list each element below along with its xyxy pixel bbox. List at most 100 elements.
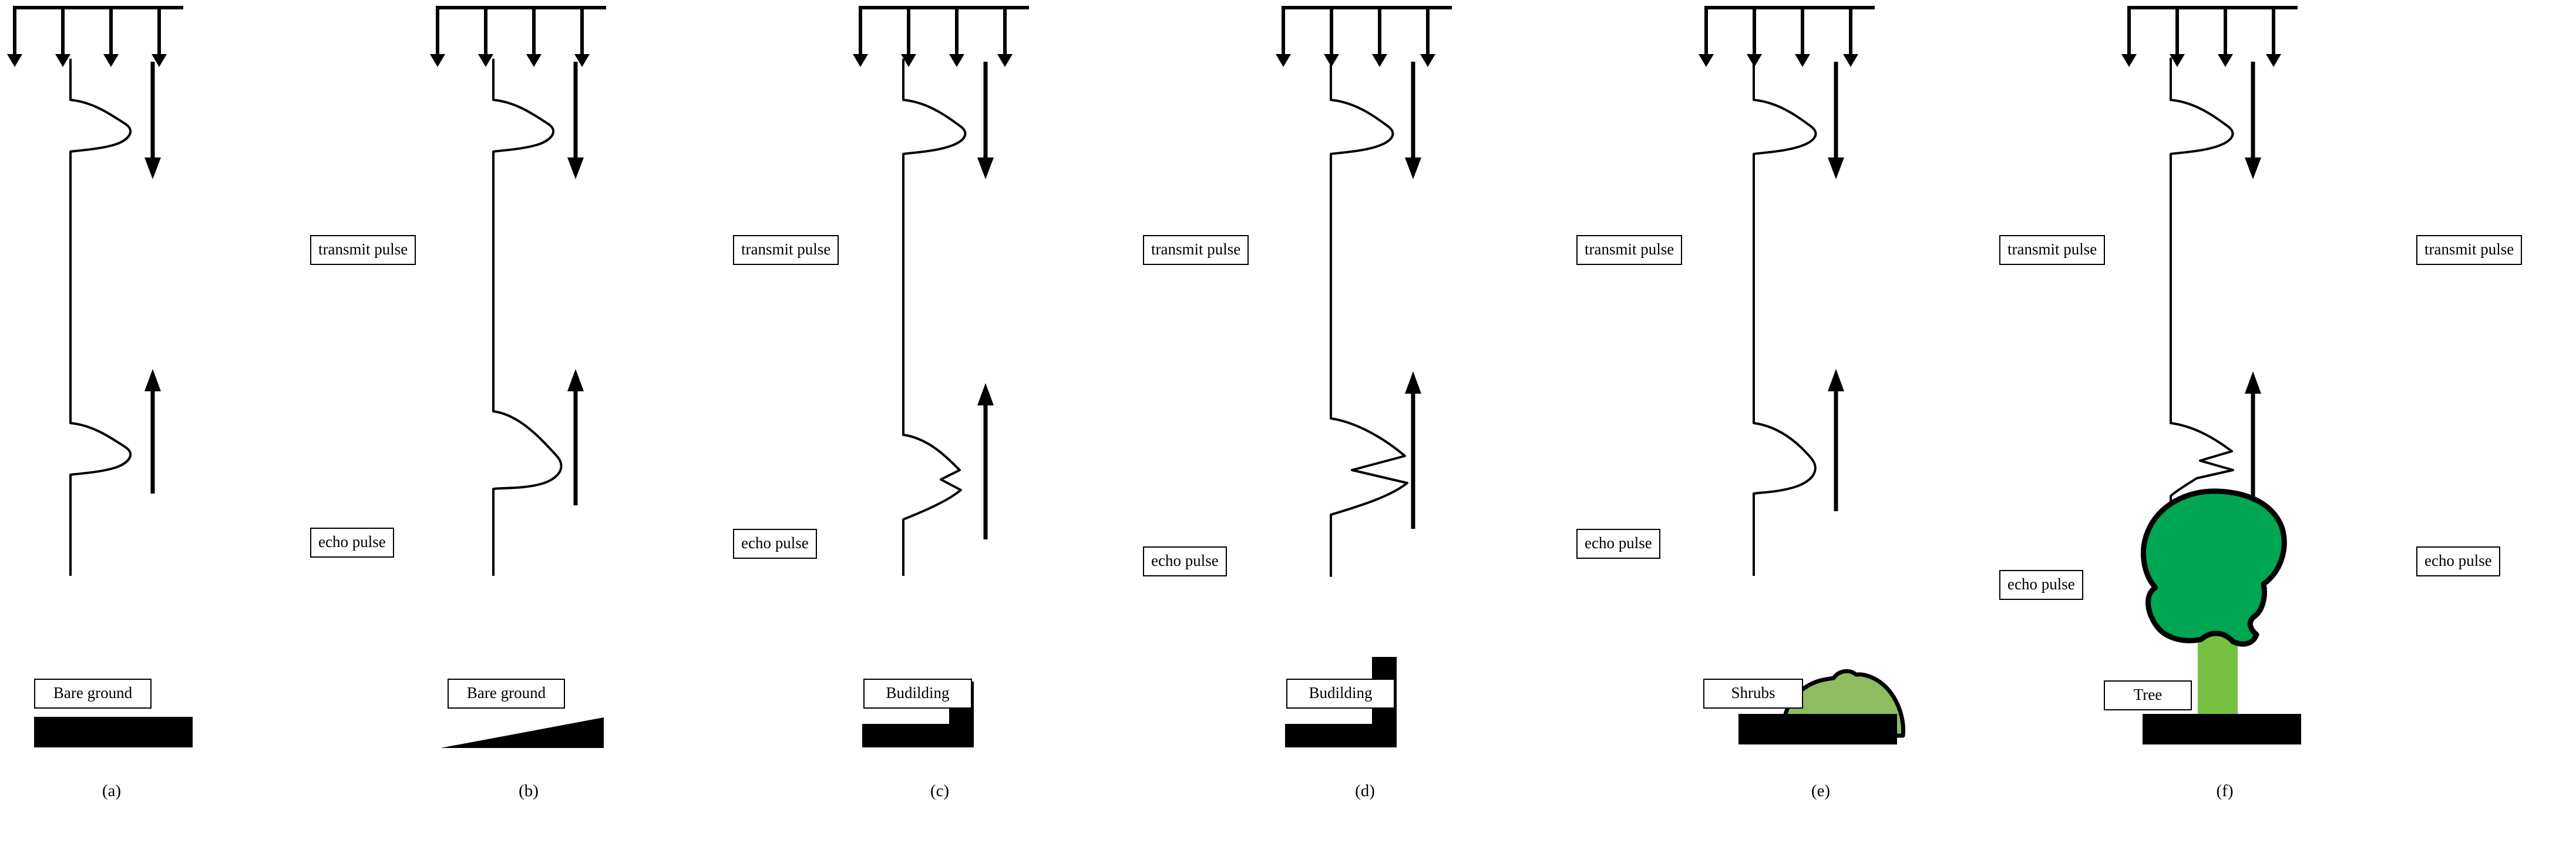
bare-ground-e bbox=[1738, 714, 1897, 744]
beam-shaft-2 bbox=[484, 6, 487, 54]
echo-arrowhead-e bbox=[1828, 369, 1844, 391]
tree-canopy-f bbox=[2140, 488, 2287, 647]
beam-bar bbox=[859, 6, 1029, 9]
beam-shaft-1 bbox=[436, 6, 439, 54]
beam-arrowhead-4 bbox=[2266, 54, 2281, 67]
beam-shaft-3 bbox=[955, 6, 959, 54]
beam-bar bbox=[1704, 6, 1875, 9]
panel-b: transmit pulse echo pulse Bare ground (b… bbox=[423, 0, 846, 842]
transmit-pulse-label-a: transmit pulse bbox=[310, 235, 416, 265]
bare-ground-flat-a bbox=[34, 717, 193, 747]
transmit-pulse-label-e: transmit pulse bbox=[1999, 235, 2106, 265]
transmit-pulse-label-d: transmit pulse bbox=[1576, 235, 1683, 265]
object-label-e: Shrubs bbox=[1703, 679, 1803, 709]
beam-shaft-4 bbox=[157, 6, 161, 54]
beam-arrowhead-2 bbox=[2170, 54, 2185, 67]
waveform-b bbox=[492, 59, 584, 576]
beam-shaft-2 bbox=[1753, 6, 1756, 54]
bare-ground-f bbox=[2143, 714, 2301, 744]
echo-arrowhead-d bbox=[1405, 371, 1421, 394]
transmit-arrowhead-a bbox=[144, 157, 161, 179]
beam-bar bbox=[1282, 6, 1452, 9]
beam-arrowhead-4 bbox=[152, 54, 167, 67]
transmit-arrowhead-f bbox=[2245, 157, 2261, 179]
beam-arrowhead-1 bbox=[1699, 54, 1714, 67]
panel-caption-d: (d) bbox=[1355, 781, 1375, 800]
waveform-curve-f bbox=[2170, 58, 2234, 577]
waveform-d bbox=[1330, 58, 1421, 577]
beam-arrowhead-3 bbox=[1795, 54, 1810, 67]
beam-arrowhead-1 bbox=[7, 54, 22, 67]
panel-f: transmit pulse echo pulse Tree (f) bbox=[2104, 0, 2576, 842]
beam-bar bbox=[2127, 6, 2298, 9]
beam-shaft-2 bbox=[61, 6, 65, 54]
building-tall-d bbox=[1285, 657, 1397, 747]
transmit-arrowhead-d bbox=[1405, 157, 1421, 179]
beam-shaft-1 bbox=[859, 6, 862, 54]
beam-shaft-3 bbox=[1801, 6, 1804, 54]
transmit-arrowhead-b bbox=[567, 157, 584, 179]
bare-ground-sloped-b bbox=[440, 717, 604, 748]
transmit-arrowhead-e bbox=[1828, 157, 1844, 179]
panel-c: transmit pulse echo pulse Budilding (c) bbox=[846, 0, 1269, 842]
panel-caption-e: (e) bbox=[1811, 781, 1831, 800]
echo-arrowhead-f bbox=[2245, 371, 2261, 394]
transmit-pulse-label-b: transmit pulse bbox=[733, 235, 839, 265]
beam-shaft-4 bbox=[2272, 6, 2275, 54]
panel-caption-c: (c) bbox=[930, 781, 950, 800]
waveform-curve-b bbox=[492, 59, 563, 576]
beam-shaft-4 bbox=[1849, 6, 1852, 54]
waveform-a bbox=[69, 59, 161, 576]
beam-shaft-3 bbox=[109, 6, 113, 54]
beam-shaft-2 bbox=[2175, 6, 2179, 54]
beam-arrowhead-3 bbox=[2218, 54, 2233, 67]
beam-arrowhead-2 bbox=[478, 54, 493, 67]
tree-graphic-f bbox=[2140, 488, 2287, 729]
waveform-c bbox=[902, 59, 994, 576]
beam-arrowhead-3 bbox=[526, 54, 542, 67]
beam-arrowhead-1 bbox=[430, 54, 445, 67]
transmit-pulse-label-c: transmit pulse bbox=[1143, 235, 1249, 265]
beam-shaft-2 bbox=[1330, 6, 1333, 54]
echo-pulse-label-f: echo pulse bbox=[2416, 546, 2500, 576]
beam-bar bbox=[436, 6, 606, 9]
echo-pulse-label-a: echo pulse bbox=[310, 528, 394, 558]
beam-arrowhead-4 bbox=[1420, 54, 1435, 67]
beam-arrowhead-3 bbox=[1372, 54, 1387, 67]
waveform-curve-e bbox=[1753, 59, 1817, 576]
tree-trunk-f bbox=[2198, 635, 2238, 729]
echo-pulse-label-b: echo pulse bbox=[733, 529, 817, 559]
beam-shaft-1 bbox=[2127, 6, 2131, 54]
panel-caption-b: (b) bbox=[519, 781, 539, 800]
echo-pulse-label-c: echo pulse bbox=[1143, 546, 1227, 576]
beam-shaft-1 bbox=[13, 6, 16, 54]
waveform-curve-a bbox=[69, 59, 132, 576]
panel-d: transmit pulse echo pulse Budilding (d) bbox=[1269, 0, 1691, 842]
beam-arrowhead-3 bbox=[103, 54, 119, 67]
laser-beam-arrows-b bbox=[430, 6, 606, 68]
object-label-c: Budilding bbox=[863, 679, 972, 709]
object-label-b: Bare ground bbox=[448, 679, 565, 709]
echo-pulse-label-d: echo pulse bbox=[1576, 529, 1660, 559]
waveform-e bbox=[1753, 59, 1844, 576]
panel-e: transmit pulse echo pulse Shrubs (e) bbox=[1691, 0, 2114, 842]
beam-arrowhead-2 bbox=[901, 54, 916, 67]
beam-arrowhead-3 bbox=[949, 54, 964, 67]
beam-shaft-2 bbox=[907, 6, 910, 54]
laser-beam-arrows-a bbox=[7, 6, 183, 68]
object-label-d: Budilding bbox=[1286, 679, 1395, 709]
beam-shaft-1 bbox=[1704, 6, 1708, 54]
transmit-arrowhead-c bbox=[977, 157, 994, 179]
beam-arrowhead-1 bbox=[853, 54, 868, 67]
laser-beam-arrows-f bbox=[2121, 6, 2298, 68]
beam-arrowhead-4 bbox=[574, 54, 590, 67]
beam-arrowhead-1 bbox=[2121, 54, 2137, 67]
beam-shaft-3 bbox=[1378, 6, 1381, 54]
beam-arrowhead-2 bbox=[55, 54, 70, 67]
beam-shaft-1 bbox=[1282, 6, 1285, 54]
echo-arrowhead-a bbox=[144, 369, 161, 391]
echo-arrowhead-b bbox=[567, 369, 584, 391]
object-label-a: Bare ground bbox=[34, 679, 152, 709]
panel-a: transmit pulse echo pulse Bare ground (a… bbox=[0, 0, 423, 842]
